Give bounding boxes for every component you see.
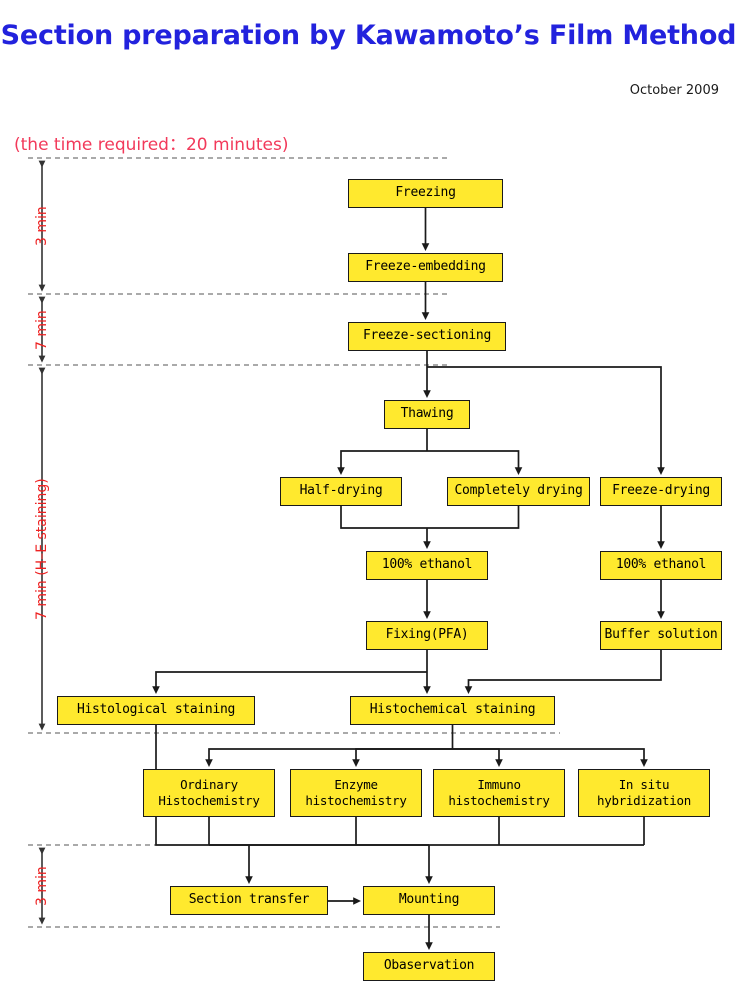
- node-histological-staining[interactable]: Histological staining: [57, 696, 255, 725]
- time-label-3: 3 min: [34, 866, 50, 906]
- node-freezing[interactable]: Freezing: [348, 179, 503, 208]
- edge-fixing-to-histological: [152, 671, 427, 695]
- edge-histochemical-to-in-situ-hybridization: [452, 748, 648, 768]
- edge-histochemical-to-ordinary-histochemistry: [205, 748, 453, 768]
- node-half-drying[interactable]: Half-drying: [280, 477, 402, 506]
- time-label-1: 7 min: [34, 309, 50, 350]
- time-label-0: 3 min: [34, 206, 50, 246]
- node-immuno-histochemistry[interactable]: Immuno histochemistry: [433, 769, 565, 817]
- node-freeze-drying[interactable]: Freeze-drying: [600, 477, 722, 506]
- node-thawing[interactable]: Thawing: [384, 400, 470, 429]
- node-freeze-embedding[interactable]: Freeze-embedding: [348, 253, 503, 282]
- time-label-2: 7 min (H–E staining): [34, 478, 50, 620]
- node-observation[interactable]: Obaservation: [363, 952, 495, 981]
- edge-thawing-to-completely-drying: [427, 450, 523, 476]
- node-completely-drying[interactable]: Completely drying: [447, 477, 590, 506]
- edge-freeze-sectioning-to-freeze-drying: [427, 366, 665, 476]
- node-buffer-solution[interactable]: Buffer solution: [600, 621, 722, 650]
- node-histochemical-staining[interactable]: Histochemical staining: [350, 696, 555, 725]
- edge-thawing-to-half-drying: [337, 450, 427, 476]
- node-in-situ-hybridization[interactable]: In situ hybridization: [578, 769, 710, 817]
- node-freeze-sectioning[interactable]: Freeze-sectioning: [348, 322, 506, 351]
- edge-drying-merge-bus: [340, 506, 520, 529]
- edge-histochemical-to-enzyme-histochemistry: [352, 748, 453, 768]
- time-required-note: (the time required：20 minutes): [14, 135, 289, 155]
- node-fixing-pfa[interactable]: Fixing(PFA): [366, 621, 488, 650]
- edge-histochemical-to-immuno-histochemistry: [452, 748, 503, 768]
- edge-buffer-to-histochemical: [464, 650, 662, 695]
- page-title: Section preparation by Kawamoto’s Film M…: [0, 20, 737, 51]
- node-ordinary-histochemistry[interactable]: Ordinary Histochemistry: [143, 769, 275, 817]
- node-enzyme-histochemistry[interactable]: Enzyme histochemistry: [290, 769, 422, 817]
- date-label: October 2009: [629, 83, 719, 98]
- node-ethanol-left[interactable]: 100% ethanol: [366, 551, 488, 580]
- node-mounting[interactable]: Mounting: [363, 886, 495, 915]
- node-section-transfer[interactable]: Section transfer: [170, 886, 328, 915]
- node-ethanol-right[interactable]: 100% ethanol: [600, 551, 722, 580]
